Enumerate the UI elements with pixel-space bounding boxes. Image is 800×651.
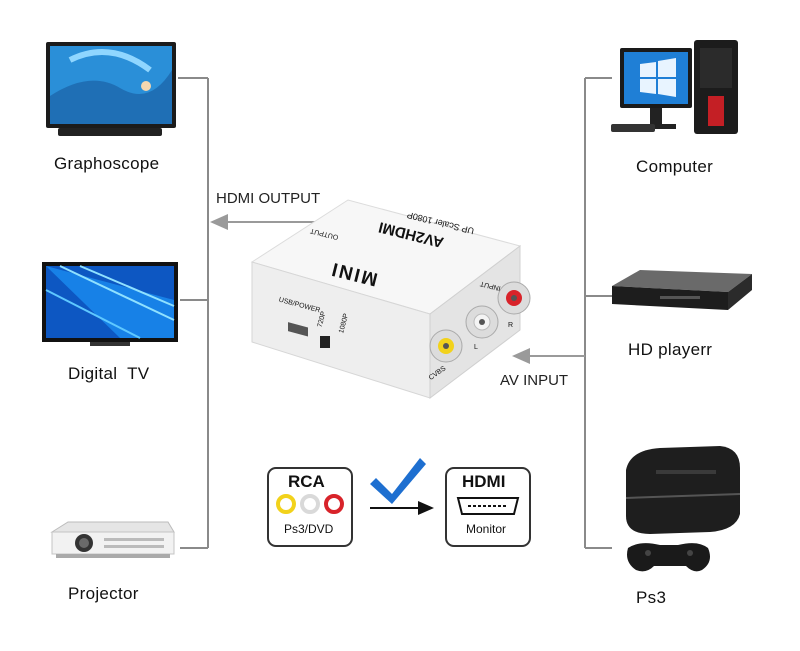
left-bracket-line — [178, 77, 209, 549]
av-input-arrow — [512, 348, 585, 364]
hd-player-icon — [612, 270, 752, 310]
flat-tv-icon — [42, 262, 178, 346]
widescreen-tv-icon — [46, 42, 176, 136]
device-label-digital-tv: Digital TV — [68, 364, 150, 383]
game-console-icon — [625, 446, 741, 572]
converter-box — [250, 199, 531, 400]
hdmi-badge-caption: Monitor — [466, 522, 507, 536]
rca-badge — [267, 467, 353, 547]
device-label-ps3: Ps3 — [636, 588, 667, 607]
device-label-hd-player: HD playerr — [628, 340, 713, 359]
hdmi-badge — [445, 467, 531, 547]
av-input-label: AV INPUT — [500, 372, 569, 389]
device-label-computer: Computer — [636, 157, 714, 176]
rca-badge-title: RCA — [288, 472, 325, 491]
right-bracket-line — [584, 77, 612, 549]
device-label-graphoscope: Graphoscope — [54, 154, 160, 173]
device-label-projector: Projector — [68, 584, 139, 603]
conversion-arrow — [370, 501, 434, 515]
projector-icon — [50, 521, 175, 558]
converter-l-label: L — [474, 344, 478, 351]
hdmi-badge-title: HDMI — [462, 472, 506, 491]
hdmi-output-arrow — [210, 214, 320, 230]
desktop-computer-icon — [611, 40, 738, 134]
converter-r-label: R — [508, 322, 514, 329]
checkmark-icon — [370, 458, 426, 504]
rca-sockets — [429, 281, 531, 363]
rca-badge-caption: Ps3/DVD — [284, 522, 334, 536]
hdmi-output-label: HDMI OUTPUT — [216, 190, 321, 207]
